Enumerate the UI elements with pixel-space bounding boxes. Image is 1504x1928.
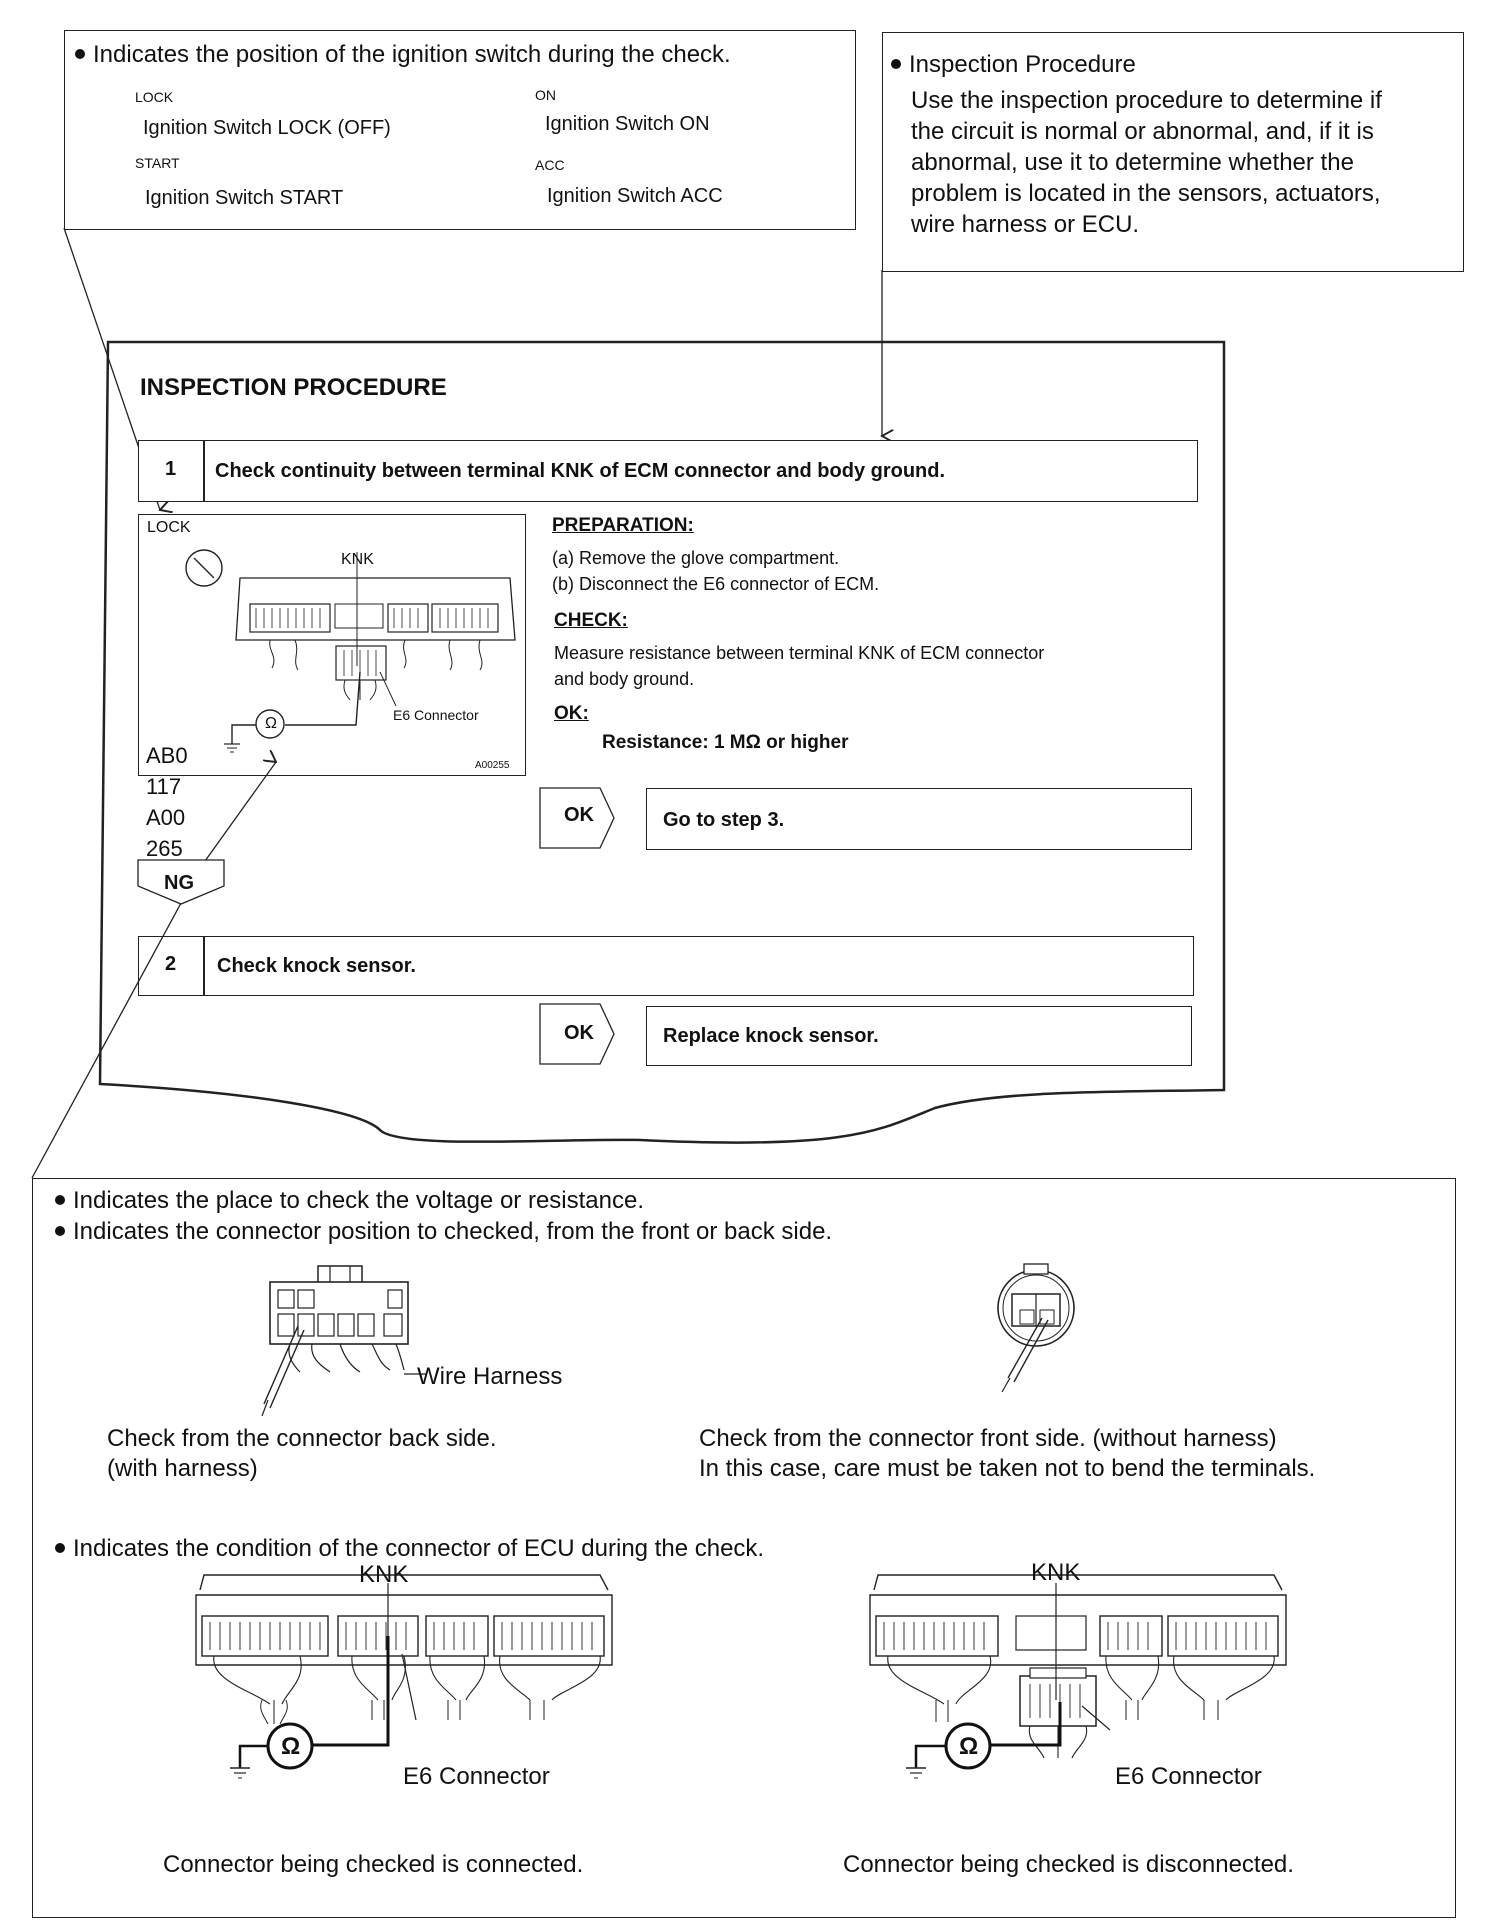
figure-side-codes: AB0 117 A00 265 <box>146 740 188 864</box>
back-side-caption-line: Check from the connector back side. <box>107 1425 497 1452</box>
step-2-number: 2 <box>165 953 177 975</box>
ok-value: Resistance: 1 MΩ or higher <box>602 732 849 753</box>
check-heading: CHECK: <box>554 610 628 631</box>
right-ecu-drawing <box>869 1574 1287 1779</box>
start-small-label: START <box>135 155 180 171</box>
lock-label: Ignition Switch LOCK (OFF) <box>143 117 391 139</box>
procedure-line: problem is located in the sensors, actua… <box>911 180 1381 207</box>
step-1-bar: 1 Check continuity between terminal KNK … <box>138 440 1198 502</box>
bottom-legend-box: Indicates the place to check the voltage… <box>32 1178 1456 1918</box>
bullet-icon <box>891 58 901 69</box>
start-label: Ignition Switch START <box>145 187 344 209</box>
ok-tag-2: OK <box>564 1022 594 1044</box>
procedure-legend-heading: Inspection Procedure <box>891 51 1136 79</box>
ecu-condition-bullet: Indicates the condition of the connector… <box>55 1535 764 1563</box>
side-code: 265 <box>146 836 183 861</box>
side-code: 117 <box>146 774 182 799</box>
procedure-line: wire harness or ECU. <box>911 211 1140 238</box>
back-side-caption-line: (with harness) <box>107 1455 258 1482</box>
check-line: Measure resistance between terminal KNK … <box>554 643 1045 663</box>
ok-result-2-text: Replace knock sensor. <box>663 1025 879 1047</box>
side-code: A00 <box>146 805 186 830</box>
leader-line-bottom-a <box>31 867 201 1179</box>
check-line: and body ground. <box>554 669 695 689</box>
front-side-caption-line: Check from the connector front side. (wi… <box>699 1425 1277 1452</box>
main-panel-outline <box>98 340 1226 1144</box>
front-side-caption-line: In this case, care must be taken not to … <box>699 1455 1316 1482</box>
ecm-figure-box: LOCK KNK E6 Connector Ω A00255 <box>138 514 526 776</box>
bullet-icon <box>55 1225 65 1236</box>
bottom-bullet-1: Indicates the place to check the voltage… <box>55 1187 644 1215</box>
preparation-line: (a) Remove the glove compartment. <box>552 548 840 568</box>
ignition-legend-box: Indicates the position of the ignition s… <box>64 30 856 230</box>
lock-small-label: LOCK <box>135 89 174 105</box>
step-1-number: 1 <box>165 458 177 480</box>
ng-tag-shape <box>137 859 225 905</box>
main-panel-title: INSPECTION PROCEDURE <box>140 374 447 401</box>
side-code: AB0 <box>146 743 188 768</box>
ok-result-2-box: Replace knock sensor. <box>646 1006 1192 1066</box>
procedure-line: Use the inspection procedure to determin… <box>911 87 1382 114</box>
right-ecu-caption: Connector being checked is disconnected. <box>843 1851 1294 1878</box>
wire-harness-label: Wire Harness <box>417 1363 563 1390</box>
ok-result-1-box: Go to step 3. <box>646 788 1192 850</box>
procedure-line: the circuit is normal or abnormal, and, … <box>911 118 1374 145</box>
ok-tag-2-shape <box>539 1003 615 1065</box>
right-ecu-ohm-symbol: Ω <box>959 1733 979 1760</box>
front-side-connector-drawing <box>997 1263 1075 1393</box>
step-2-text: Check knock sensor. <box>217 955 416 977</box>
acc-label: Ignition Switch ACC <box>547 185 723 207</box>
left-ecu-connector-label: E6 Connector <box>403 1763 550 1790</box>
ignition-legend-heading: Indicates the position of the ignition s… <box>75 41 731 69</box>
bullet-icon <box>55 1194 65 1205</box>
bullet-icon <box>55 1542 65 1553</box>
left-ecu-knk-label: KNK <box>359 1561 409 1588</box>
ng-tag: NG <box>164 872 194 894</box>
ok-tag-1: OK <box>564 804 594 826</box>
on-label: Ignition Switch ON <box>545 113 710 135</box>
procedure-legend-box: Inspection Procedure Use the inspection … <box>882 32 1464 272</box>
procedure-line: abnormal, use it to determine whether th… <box>911 149 1354 176</box>
preparation-line: (b) Disconnect the E6 connector of ECM. <box>552 574 880 594</box>
preparation-heading: PREPARATION: <box>552 515 694 536</box>
figure-code: A00255 <box>475 760 510 771</box>
back-side-connector-drawing <box>261 1265 426 1417</box>
ok-tag-1-shape <box>539 787 615 849</box>
step-1-divider <box>203 441 205 501</box>
bottom-bullet-2: Indicates the connector position to chec… <box>55 1218 832 1246</box>
figure-knk-label: KNK <box>341 551 374 568</box>
procedure-legend-text: Use the inspection procedure to determin… <box>911 85 1453 240</box>
left-ecu-caption: Connector being checked is connected. <box>163 1851 584 1878</box>
figure-lock-label: LOCK <box>147 519 191 536</box>
ok-result-1-text: Go to step 3. <box>663 809 785 831</box>
right-ecu-knk-label: KNK <box>1031 1559 1081 1586</box>
acc-small-label: ACC <box>535 157 565 173</box>
step-2-divider <box>203 937 205 995</box>
ok-heading: OK: <box>554 703 589 724</box>
left-ecu-drawing <box>195 1574 613 1779</box>
figure-connector-label: E6 Connector <box>393 707 479 723</box>
on-small-label: ON <box>535 87 556 103</box>
right-ecu-connector-label: E6 Connector <box>1115 1763 1262 1790</box>
figure-ohm-symbol: Ω <box>265 715 277 732</box>
step-1-text: Check continuity between terminal KNK of… <box>215 460 946 482</box>
leader-line-bottom-b <box>199 762 276 869</box>
ecm-figure-drawing <box>185 549 516 753</box>
left-ecu-ohm-symbol: Ω <box>281 1733 301 1760</box>
step-2-bar: 2 Check knock sensor. <box>138 936 1194 996</box>
bullet-icon <box>75 48 85 59</box>
